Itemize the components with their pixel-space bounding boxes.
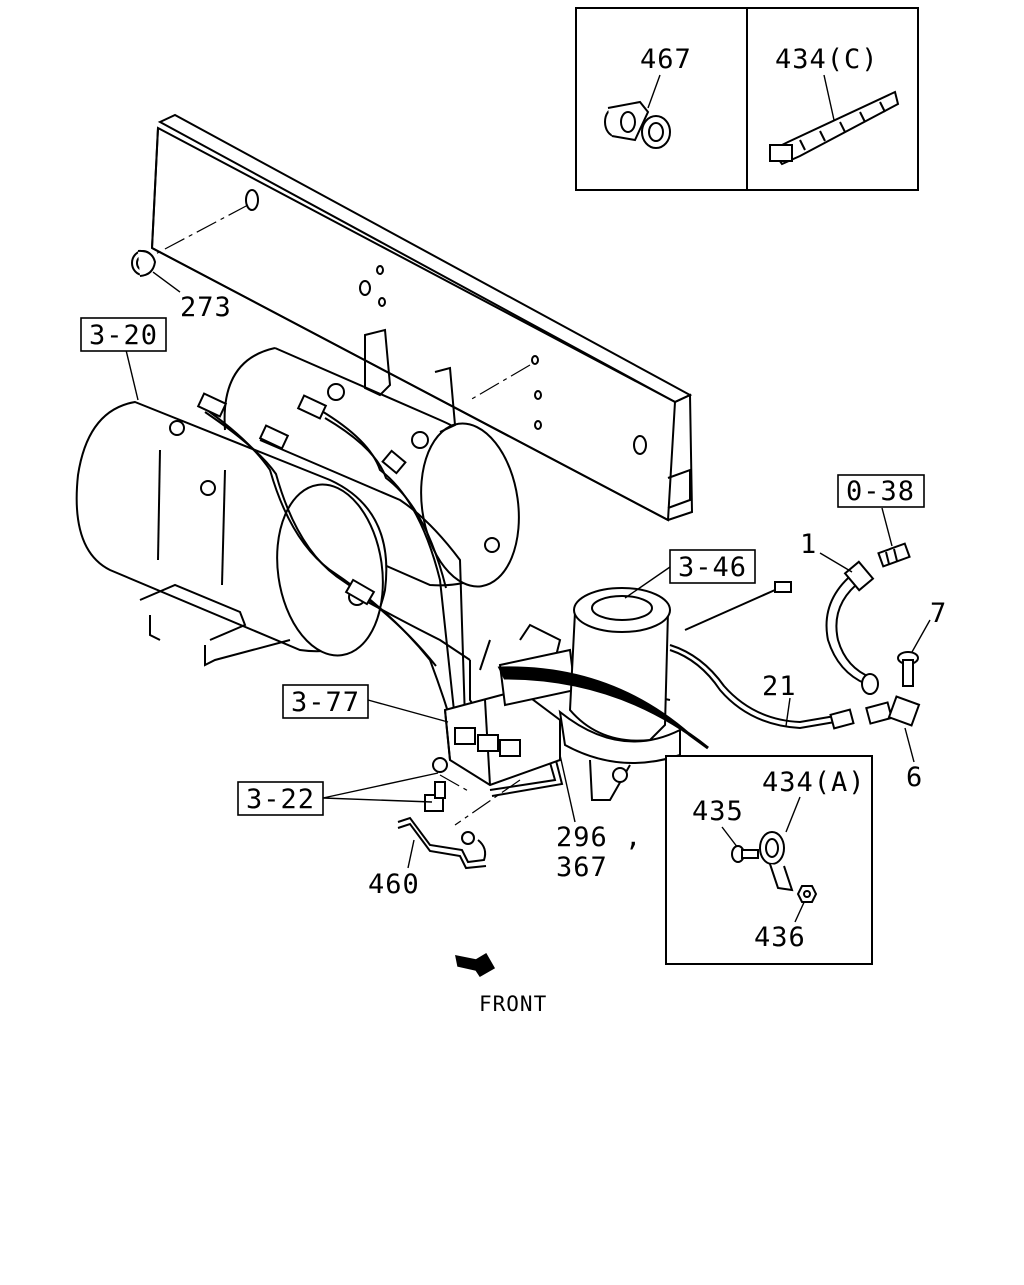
leader-lines — [125, 271, 931, 869]
inset-label-434a: 434(A) — [762, 767, 866, 798]
tank-brackets — [139, 328, 457, 667]
hose-1 — [825, 560, 879, 695]
inset-top: 467 434(C) — [575, 7, 919, 191]
ref-label-0-38: 0-38 — [846, 476, 915, 507]
ref-box-3-22 — [237, 781, 324, 816]
ref-box-3-77 — [282, 684, 369, 719]
ref-box-3-46 — [669, 549, 756, 584]
ref-label-3-46: 3-46 — [678, 552, 747, 583]
bolt-435-icon — [731, 845, 759, 863]
label-460: 460 — [368, 869, 420, 900]
ref-label-3-22: 3-22 — [246, 784, 315, 815]
heater-harness — [497, 666, 709, 750]
grommet-273 — [131, 249, 157, 277]
inset-label-434c: 434(C) — [775, 44, 879, 75]
elbow-3-22 — [424, 781, 446, 812]
ref-label-3-77: 3-77 — [291, 687, 360, 718]
label-367: 367 — [556, 852, 608, 883]
front-arrow-icon — [455, 952, 496, 977]
connector-0-38 — [877, 542, 911, 568]
clamp-434a-icon — [759, 831, 794, 892]
label-7: 7 — [930, 598, 947, 629]
ref-label-3-20: 3-20 — [89, 320, 158, 351]
label-1: 1 — [800, 529, 817, 560]
label-296: 296 , — [556, 822, 642, 853]
pipe-460 — [397, 816, 487, 870]
inset-label-435: 435 — [692, 796, 744, 827]
frame-rail — [150, 113, 694, 522]
clip-467-icon — [604, 100, 671, 149]
inset-label-436: 436 — [754, 922, 806, 953]
label-6: 6 — [906, 762, 923, 793]
inset-label-467: 467 — [640, 44, 692, 75]
nut-436-icon — [796, 885, 818, 903]
inset-bottom: 434(A) 435 436 — [665, 755, 873, 965]
label-21: 21 — [762, 671, 797, 702]
ref-box-0-38 — [837, 474, 925, 508]
cable-tie-434c-icon — [769, 90, 900, 166]
front-direction: FRONT — [455, 952, 547, 1016]
bolt-7 — [897, 651, 919, 687]
tee-fitting-6 — [865, 695, 921, 727]
front-label: FRONT — [479, 992, 547, 1016]
ref-box-3-20 — [80, 317, 167, 352]
label-273: 273 — [180, 292, 232, 323]
air-lines — [199, 404, 836, 797]
line-fittings — [196, 392, 855, 730]
